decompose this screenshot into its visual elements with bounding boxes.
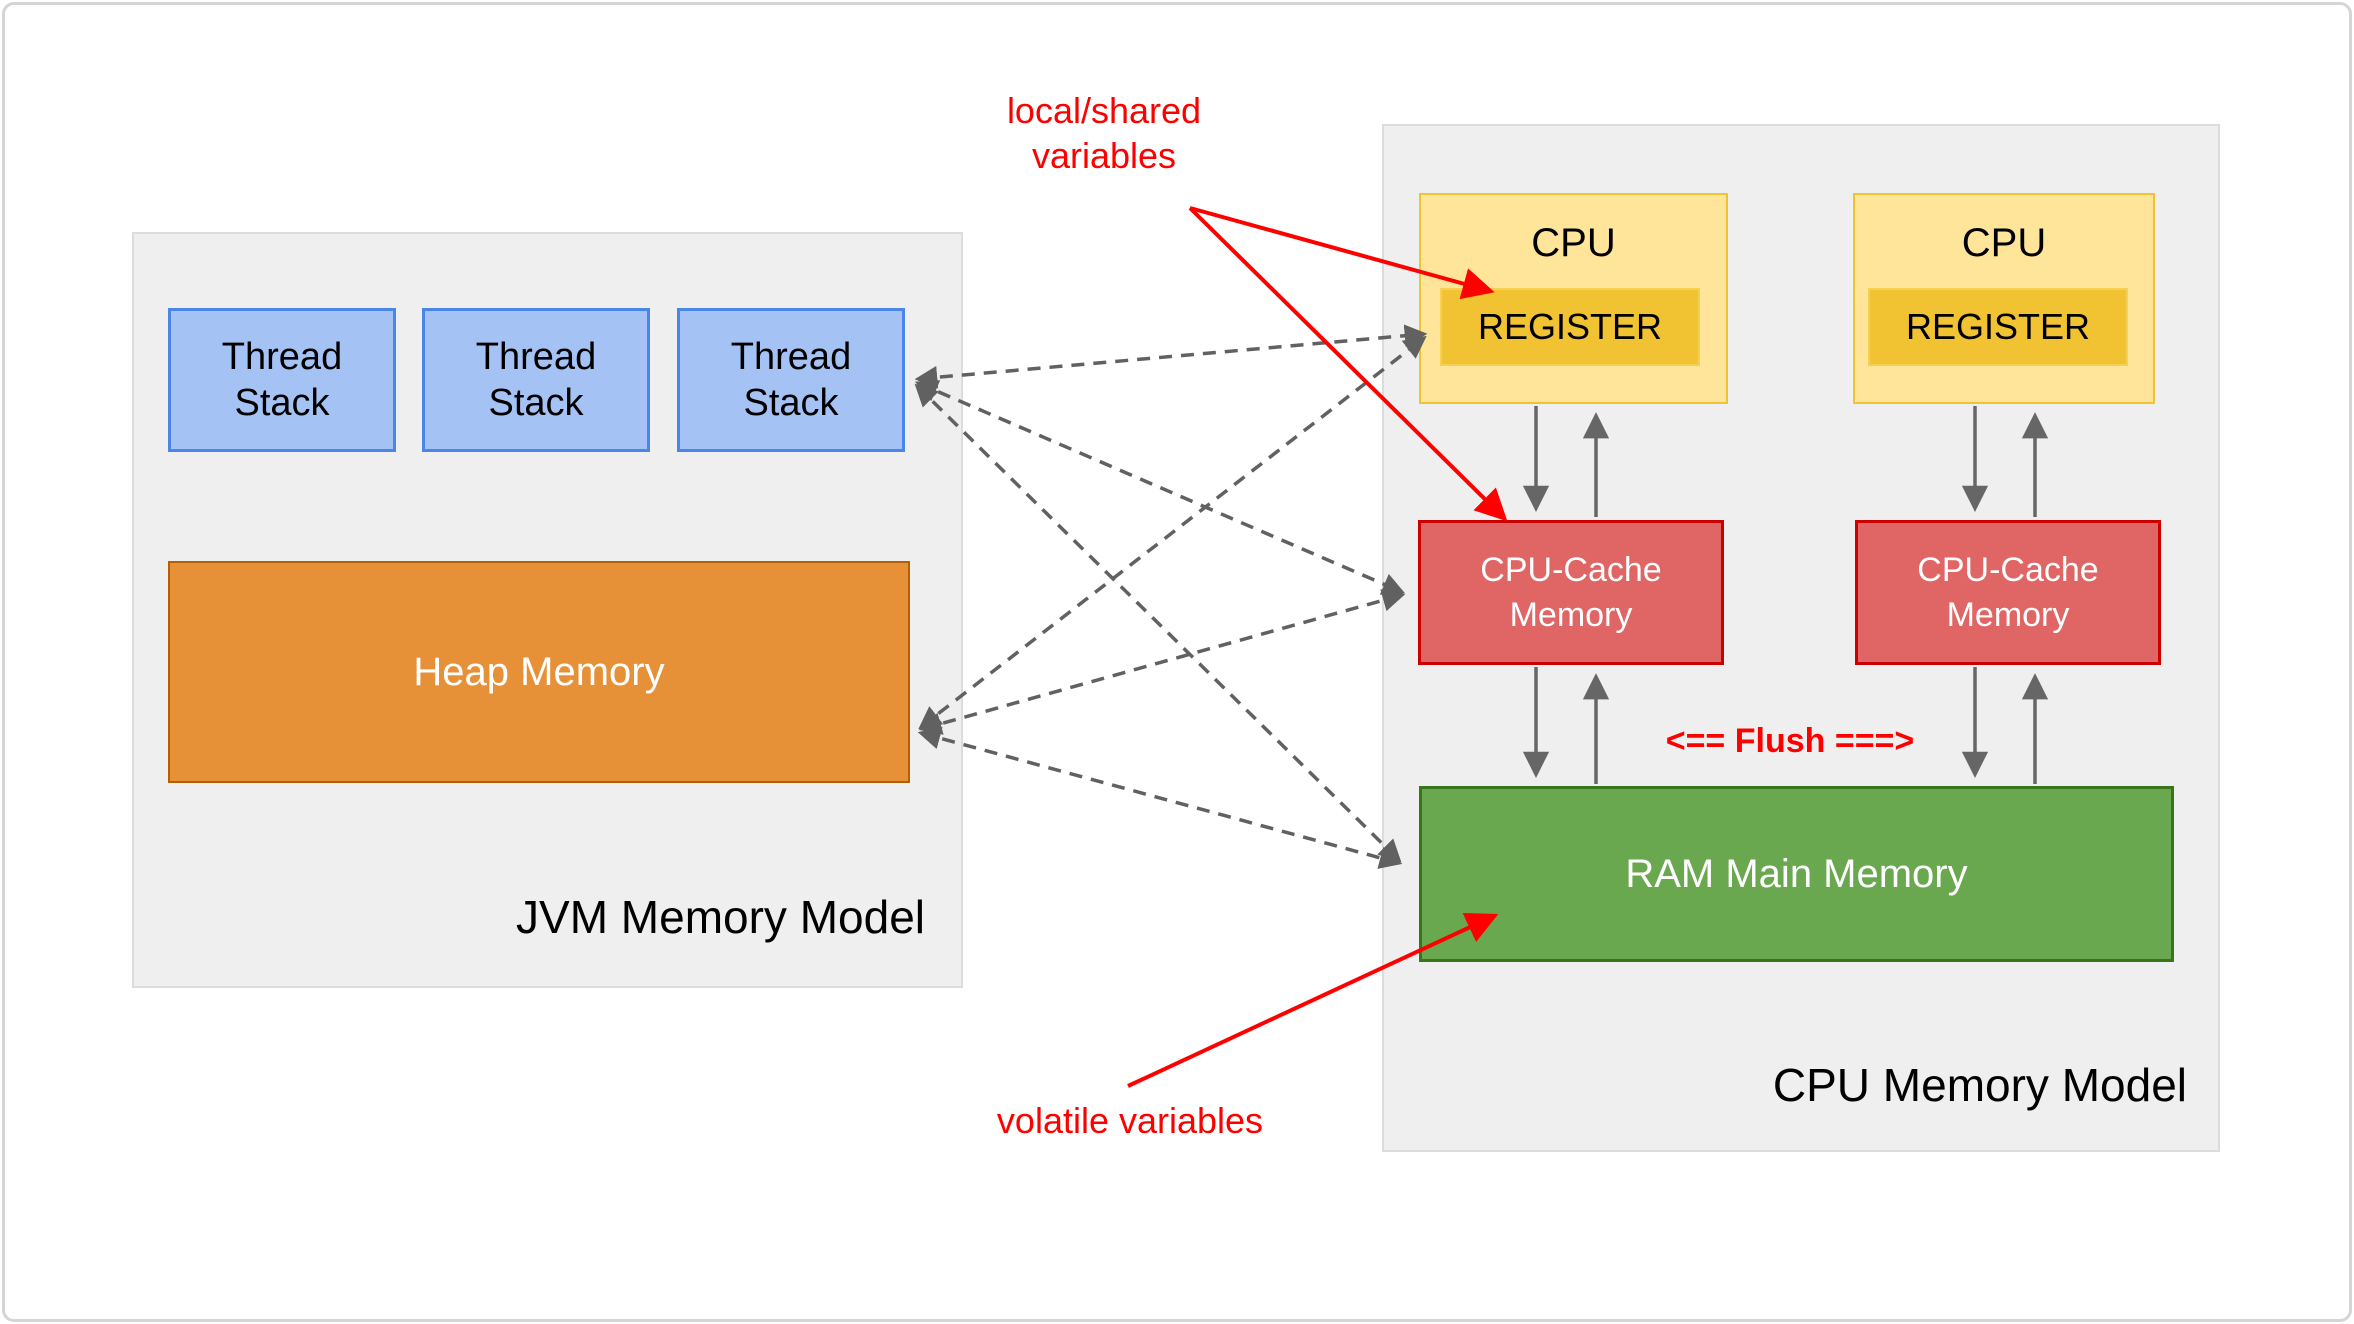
thread-stack-label-3: Thread Stack xyxy=(730,335,852,424)
jvm-panel-title: JVM Memory Model xyxy=(516,891,925,943)
heap-memory-label: Heap Memory xyxy=(413,649,665,694)
ram-main-memory-box: RAM Main Memory xyxy=(1419,786,2174,962)
cpu-cache-memory-box-1: CPU-Cache Memory xyxy=(1418,520,1724,665)
dashed-link-threadstack-ram xyxy=(914,383,1402,863)
cpu-cache-memory-box-2: CPU-Cache Memory xyxy=(1855,520,2161,665)
register-box-1: REGISTER xyxy=(1440,288,1700,366)
thread-stack-label-1: Thread Stack xyxy=(221,335,343,424)
register-label-2: REGISTER xyxy=(1905,306,2091,347)
volatile-variables-annotation: volatile variables xyxy=(996,1100,1264,1141)
dashed-link-heap-cache xyxy=(918,589,1406,735)
local-shared-variables-annotation: local/shared variables xyxy=(1006,90,1202,176)
dashed-link-heap-register xyxy=(918,335,1427,730)
thread-stack-box-1: Thread Stack xyxy=(168,308,396,452)
cpu-label-2: CPU xyxy=(1961,221,2047,265)
dashed-link-threadstack-cache xyxy=(914,380,1406,595)
dashed-link-threadstack-register xyxy=(914,324,1428,389)
thread-stack-box-2: Thread Stack xyxy=(422,308,650,452)
thread-stack-label-2: Thread Stack xyxy=(475,335,597,424)
register-box-2: REGISTER xyxy=(1868,288,2128,366)
flush-annotation: <== Flush ===> xyxy=(1665,722,1915,760)
dashed-link-heap-ram xyxy=(917,727,1403,869)
thread-stack-box-3: Thread Stack xyxy=(677,308,905,452)
cpu-cache-memory-label-2: CPU-Cache Memory xyxy=(1917,551,2099,634)
ram-main-memory-label: RAM Main Memory xyxy=(1625,851,1968,896)
cpu-panel-title: CPU Memory Model xyxy=(1772,1059,2187,1111)
cpu-cache-memory-label-1: CPU-Cache Memory xyxy=(1480,551,1662,634)
heap-memory-box: Heap Memory xyxy=(168,561,910,783)
cpu-label-1: CPU xyxy=(1531,221,1616,265)
register-label-1: REGISTER xyxy=(1477,306,1663,347)
